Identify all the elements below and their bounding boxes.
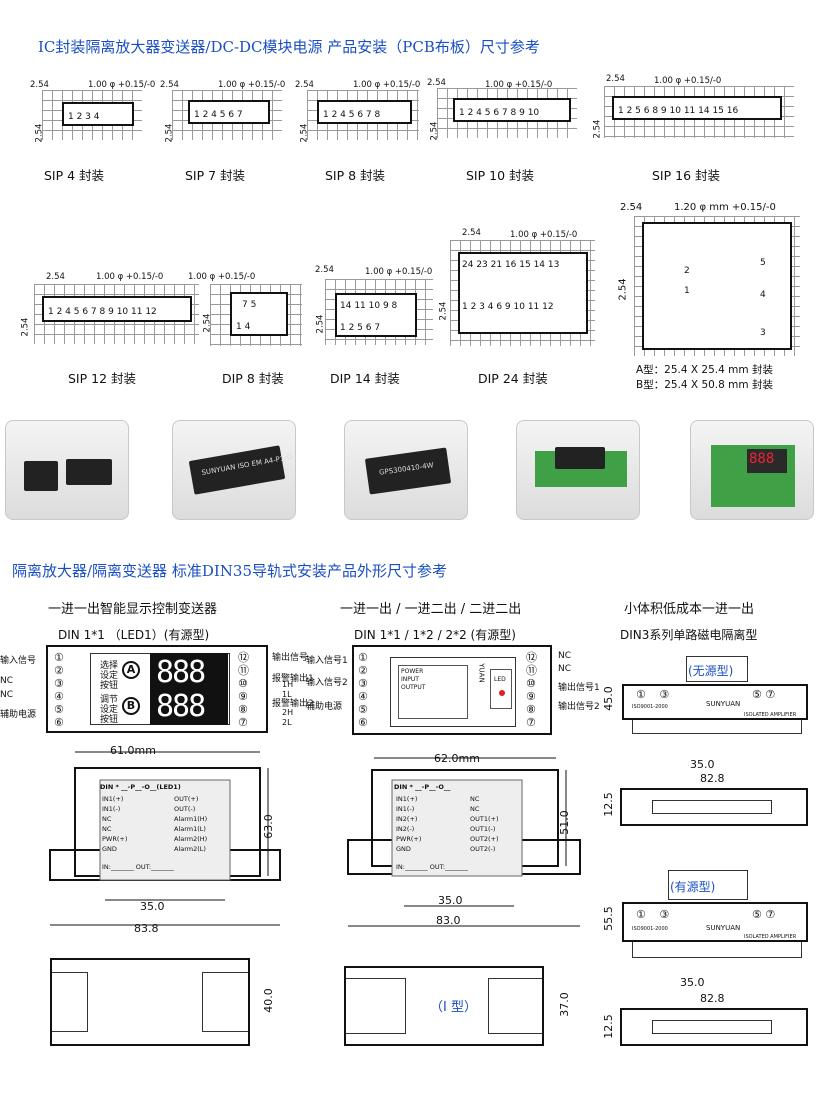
col3-top-view-2	[620, 1008, 808, 1046]
sip12-label: SIP 12 封装	[68, 371, 137, 386]
col1-width: 61.0mm	[110, 744, 156, 757]
photo-din-led-module: 888	[690, 420, 814, 520]
sip8-diagram: 2.54 1.00 φ +0.15/-0 1 2 4 5 6 7 8 2.54	[295, 80, 421, 143]
sip7-diagram: 2.54 1.00 φ +0.15/-0 1 2 4 5 6 7 2.54	[160, 80, 286, 143]
col2-type-label: （I 型）	[430, 1000, 477, 1015]
photo-sip-modules	[5, 420, 129, 520]
col1-base: 35.0	[140, 900, 165, 913]
col3-active-module: (有源型) ① ③ ⑤ ⑦ SUNYUAN ISO9001-2000 ISOLA…	[622, 870, 808, 960]
button-a[interactable]: A	[122, 661, 140, 679]
col2-top-view: （I 型）	[344, 966, 544, 1046]
col3-thick-2: 12.5	[601, 1014, 615, 1039]
col2-right-labels: NC NC 输出信号1 输出信号2	[558, 651, 600, 712]
sip16-diagram: 2.54 1.00 φ +0.15/-0 1 2 5 6 8 9 10 11 1…	[592, 74, 797, 146]
col3-h1: 45.0	[601, 686, 615, 711]
col1-right-labels: 输出信号 报警输出1 报警输出2	[272, 653, 314, 709]
sip7-package: 1 2 4 5 6 7	[188, 100, 270, 124]
col3-h2: 55.5	[601, 906, 615, 931]
photo-din3-module	[516, 420, 640, 520]
col1-depth: 40.0	[261, 988, 275, 1013]
dip8-package: 7 5 1 4	[230, 292, 288, 336]
col3-passive-module: (无源型) ① ③ ⑤ ⑦ SUNYUAN ISO9001-2000 ISOLA…	[622, 656, 808, 736]
module-ab-diagram: 2.54 1.20 φ mm +0.15/-0 2 1 5 4 3 2.54	[612, 198, 802, 358]
col3-base-2: 35.0	[680, 976, 705, 989]
dip24-package: 24 23 21 16 15 14 13 1 2 3 4 6 9 10 11 1…	[458, 252, 588, 334]
col3-base-1: 35.0	[690, 758, 715, 771]
col2-height: 51.0	[557, 810, 571, 835]
sip8-label: SIP 8 封装	[325, 168, 386, 183]
col2-left-labels: 输入信号1 输入信号2 辅助电源	[306, 656, 348, 712]
sip10-label: SIP 10 封装	[466, 168, 535, 183]
type-a-label: A型：25.4 X 25.4 mm 封装	[636, 364, 773, 376]
col1-height: 63.0	[261, 814, 275, 839]
col1-left-labels: 输入信号 NC NC 辅助电源	[0, 656, 37, 720]
dip24-label: DIP 24 封装	[478, 371, 548, 386]
col1-heading: 一进一出智能显示控制变送器	[48, 602, 218, 617]
sip12-diagram: 2.54 1.00 φ +0.15/-0 1 2 4 5 6 7 8 9 10 …	[20, 272, 202, 352]
section2-title: 隔离放大器/隔离变送器 标准DIN35导轨式安装产品外形尺寸参考	[12, 562, 447, 580]
col2-model: DIN 1*1 / 1*2 / 2*2 (有源型)	[354, 628, 516, 642]
sip7-label: SIP 7 封装	[185, 168, 246, 183]
sip16-label: SIP 16 封装	[652, 168, 721, 183]
col3-model: DIN3系列单路磁电隔离型	[620, 628, 758, 642]
dip14-label: DIP 14 封装	[330, 371, 400, 386]
module-ab-package: 2 1 5 4 3	[642, 222, 792, 350]
col1-total: 83.8	[134, 922, 159, 935]
led-display: 888 888	[150, 653, 228, 725]
col1-top-view	[50, 958, 250, 1046]
col3-thick-1: 12.5	[601, 792, 615, 817]
sip10-package: 1 2 4 5 6 7 8 9 10	[453, 98, 571, 122]
col2-module-label: POWER INPUT OUTPUT	[398, 665, 468, 719]
col1-model: DIN 1*1 （LED1）(有源型)	[58, 628, 210, 642]
col3-total-1: 82.8	[700, 772, 725, 785]
button-b[interactable]: B	[122, 697, 140, 715]
col2-heading: 一进一出 / 一进二出 / 二进二出	[340, 602, 522, 617]
dip8-label: DIP 8 封装	[222, 371, 284, 386]
sip4-diagram: 2.54 1.00 φ +0.15/-0 1 2 3 4 2.54	[30, 80, 156, 143]
photo-dip-module: GPS300410-4W	[344, 420, 468, 520]
col3-total-2: 82.8	[700, 992, 725, 1005]
col2-width: 62.0mm	[434, 752, 480, 765]
col2-base: 35.0	[438, 894, 463, 907]
sip4-label: SIP 4 封装	[44, 168, 105, 183]
dip14-package: 14 11 10 9 8 1 2 5 6 7	[335, 293, 417, 337]
col2-label-card: DIN * __-P__-O__ IN1(+)IN1(-)IN2(+)IN2(-…	[394, 783, 499, 871]
col3-heading: 小体积低成本一进一出	[624, 602, 755, 617]
sip12-package: 1 2 4 5 6 7 8 9 10 11 12	[42, 296, 192, 322]
hole-label: 1.00 φ +0.15/-0	[88, 80, 156, 90]
dip14-diagram: 2.54 1.00 φ +0.15/-0 14 11 10 9 8 1 2 5 …	[313, 265, 438, 353]
dip8-diagram: 1.00 φ +0.15/-0 7 5 1 4 2.54	[188, 272, 313, 352]
col2-depth: 37.0	[557, 992, 571, 1017]
photo-sip-single: SUNYUAN ISO EM A4-P1-O	[172, 420, 296, 520]
sip10-diagram: 2.54 1.00 φ +0.15/-0 1 2 4 5 6 7 8 9 10 …	[425, 78, 585, 148]
col2-led: LED	[490, 669, 512, 709]
section1-title: IC封装隔离放大器变送器/DC-DC模块电源 产品安装（PCB布板）尺寸参考	[38, 38, 540, 56]
col3-top-view-1	[620, 788, 808, 826]
sip4-package: 1 2 3 4	[62, 102, 134, 126]
dip24-diagram: 2.54 1.00 φ +0.15/-0 24 23 21 16 15 14 1…	[438, 226, 600, 351]
sip8-package: 1 2 4 5 6 7 8	[317, 100, 412, 124]
sip16-package: 1 2 5 6 8 9 10 11 14 15 16	[612, 96, 782, 120]
type-b-label: B型：25.4 X 50.8 mm 封装	[636, 379, 773, 391]
col2-total: 83.0	[436, 914, 461, 927]
col1-side-outline	[49, 751, 281, 926]
pitch-label: 2.54	[30, 80, 49, 90]
col2-side-outline	[347, 757, 581, 927]
